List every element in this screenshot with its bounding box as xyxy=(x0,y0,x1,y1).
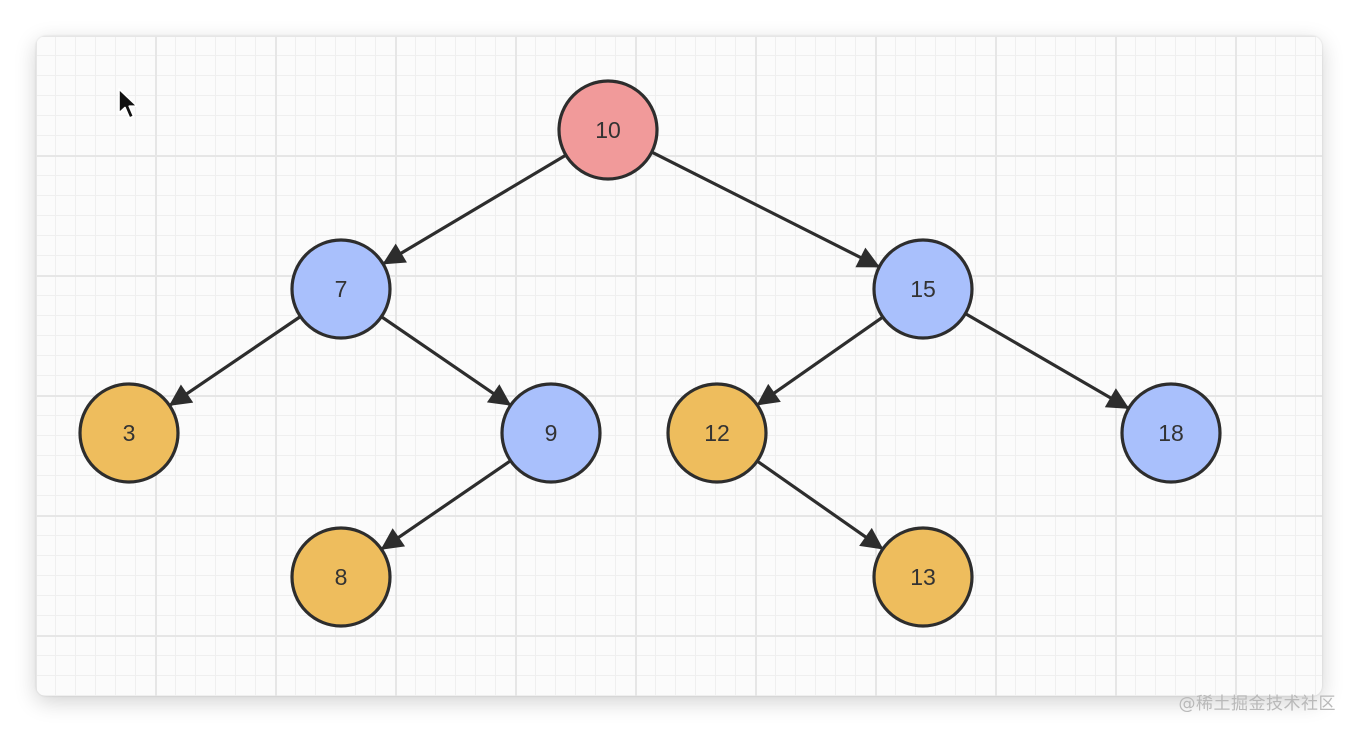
edge-n9-n8 xyxy=(380,459,512,551)
node-circle-15 xyxy=(872,238,974,340)
tree-node-7: 7 xyxy=(290,238,392,340)
node-label-13: 13 xyxy=(910,564,936,590)
edge-n12-n13 xyxy=(756,459,884,550)
tree-node-9: 9 xyxy=(500,382,602,484)
tree-edges xyxy=(168,150,1130,551)
node-circle-7 xyxy=(290,238,392,340)
node-circle-13 xyxy=(872,526,974,628)
tree-nodes: 10 7 15 3 9 12 18 8 13 xyxy=(78,79,1222,628)
tree-node-10: 10 xyxy=(557,79,659,181)
node-circle-18 xyxy=(1120,382,1222,484)
tree-node-18: 18 xyxy=(1120,382,1222,484)
edge-n15-n18 xyxy=(964,312,1130,410)
watermark-text: @稀土掘金技术社区 xyxy=(1178,694,1336,714)
diagram-canvas xyxy=(36,36,1322,696)
mouse-pointer-icon xyxy=(118,88,138,119)
tree-node-13: 13 xyxy=(872,526,974,628)
node-label-10: 10 xyxy=(595,117,621,143)
node-label-12: 12 xyxy=(704,420,730,446)
edge-n10-n7 xyxy=(382,153,567,265)
node-circle-10 xyxy=(557,79,659,181)
edge-n15-n12 xyxy=(756,315,884,406)
node-circle-8 xyxy=(290,526,392,628)
node-label-3: 3 xyxy=(123,420,136,446)
node-label-15: 15 xyxy=(910,276,936,302)
tree-node-3: 3 xyxy=(78,382,180,484)
tree-node-8: 8 xyxy=(290,526,392,628)
node-label-7: 7 xyxy=(335,276,348,302)
tree-node-12: 12 xyxy=(666,382,768,484)
node-label-9: 9 xyxy=(545,420,558,446)
tree-node-15: 15 xyxy=(872,238,974,340)
node-label-18: 18 xyxy=(1158,420,1184,446)
edge-n7-n3 xyxy=(168,315,302,407)
edge-n10-n15 xyxy=(650,150,881,268)
edge-n7-n9 xyxy=(380,315,512,407)
node-label-8: 8 xyxy=(335,564,348,590)
node-circle-12 xyxy=(666,382,768,484)
node-circle-9 xyxy=(500,382,602,484)
node-circle-3 xyxy=(78,382,180,484)
